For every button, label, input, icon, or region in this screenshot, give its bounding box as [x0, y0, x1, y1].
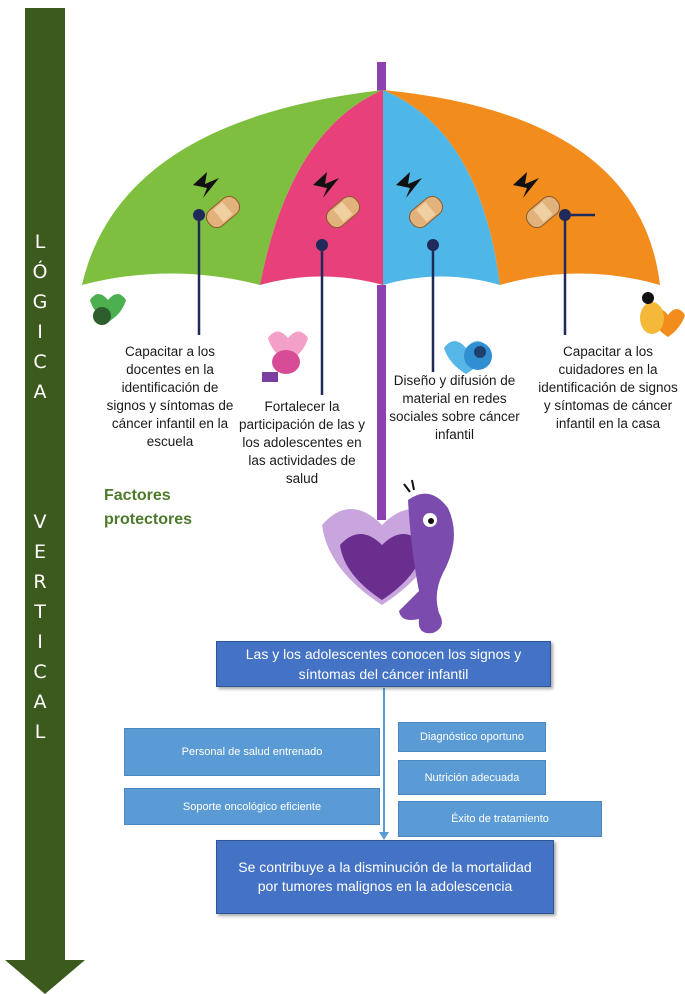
goal-box: Se contribuye a la disminución de la mor…	[216, 840, 554, 914]
strategy-adolescent-participation: Fortalecer la participación de las y los…	[238, 399, 366, 486]
pink-heart-character-icon	[262, 331, 308, 382]
cord-knob	[559, 209, 571, 221]
vertical-letter: A	[33, 691, 47, 713]
cord-knob	[193, 209, 205, 221]
cord-knob	[316, 239, 328, 251]
vertical-letter: E	[33, 541, 46, 563]
umbrella-panel-orange	[383, 90, 660, 285]
connector-arrowhead	[379, 832, 389, 840]
blue-heart-character-icon	[444, 341, 492, 374]
vertical-letter: V	[33, 511, 47, 533]
vertical-letter: C	[33, 661, 47, 683]
vertical-letter: I	[37, 631, 43, 653]
strategy-social-media: Diseño y difusión de material en redes s…	[389, 373, 520, 442]
umbrella-shaft	[377, 285, 386, 520]
support-box-trained-staff: Personal de salud entrenado	[124, 728, 380, 776]
strategy-teachers: Capacitar a los docentes en la identific…	[106, 344, 234, 449]
vertical-letter: C	[33, 351, 47, 373]
vertical-letter: I	[37, 321, 43, 343]
support-box-nutrition: Nutrición adecuada	[398, 760, 546, 795]
cord-knob	[427, 239, 439, 251]
umbrella	[82, 62, 685, 634]
vertical-letter: Ó	[32, 261, 48, 283]
umbrella-tip	[377, 62, 386, 102]
support-box-treatment: Éxito de tratamiento	[398, 801, 602, 837]
umbrella-panel-pink	[260, 90, 383, 285]
support-box-oncology: Soporte oncológico eficiente	[124, 788, 380, 825]
vertical-letter: L	[34, 721, 46, 743]
orange-heart-character-icon	[640, 292, 685, 337]
lightning-bandage-icon	[396, 172, 444, 229]
vertical-letter: T	[34, 601, 46, 623]
arrow-head	[5, 960, 85, 994]
vertical-letter: L	[34, 231, 46, 253]
umbrella-scallops	[82, 273, 660, 292]
green-heart-character-icon	[90, 294, 126, 325]
purpose-box: Las y los adolescentes conocen los signo…	[216, 641, 551, 687]
vertical-letter: R	[33, 571, 47, 593]
purple-heart-mascot-icon	[322, 479, 454, 634]
strategy-caregivers: Capacitar a los cuidadores en la identif…	[538, 344, 678, 431]
support-box-diagnosis: Diagnóstico oportuno	[398, 722, 546, 752]
vertical-logic-arrow	[5, 8, 85, 994]
lightning-bandage-icon	[513, 172, 561, 229]
umbrella-panel-blue	[383, 90, 500, 285]
vertical-letter: G	[32, 291, 48, 313]
arrow-shaft	[25, 8, 65, 963]
factores-protectores-label: Factores protectores	[104, 487, 193, 528]
umbrella-panel-green	[82, 90, 383, 285]
lightning-bandage-icon	[313, 172, 361, 229]
lightning-bandage-icon	[193, 172, 241, 229]
vertical-letter: A	[33, 381, 47, 403]
